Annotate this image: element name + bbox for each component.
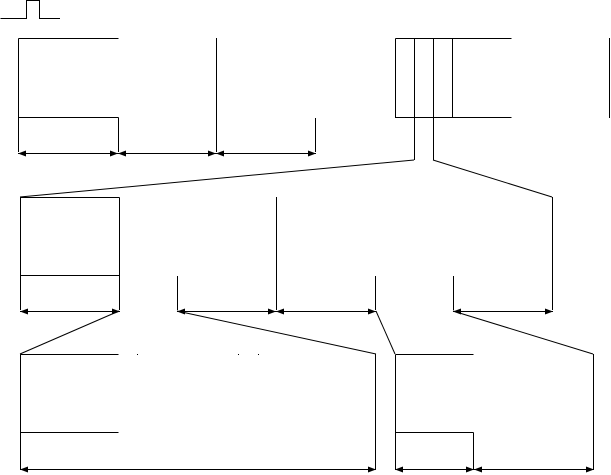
level-1-dimension-2	[118, 150, 216, 157]
level-2-block-a	[20, 197, 120, 310]
level-3-dimension-2	[395, 466, 474, 473]
level-3-dimension-1	[20, 466, 376, 473]
level-3-block-c	[395, 354, 474, 470]
level-2-dimension-3	[276, 308, 376, 315]
level-2-dimension-4	[453, 308, 553, 315]
pulse-waveform-icon	[0, 0, 60, 19]
zoom-lines-level-2-to-3	[19, 310, 594, 355]
zoom-lines-level-1-to-2	[19, 159, 553, 198]
level-3-dimension-3	[474, 466, 594, 473]
level-3-timeline	[20, 354, 594, 473]
level-3-block-a	[20, 354, 259, 470]
level-1-block-a	[18, 38, 119, 152]
level-2-timeline	[20, 197, 553, 315]
level-1-timeline	[18, 38, 610, 160]
level-1-block-d	[395, 38, 512, 160]
level-1-dimension-3	[216, 150, 316, 157]
level-2-dimension-2	[177, 308, 276, 315]
level-2-dimension-1	[20, 308, 120, 315]
level-1-dimension-1	[18, 150, 118, 157]
